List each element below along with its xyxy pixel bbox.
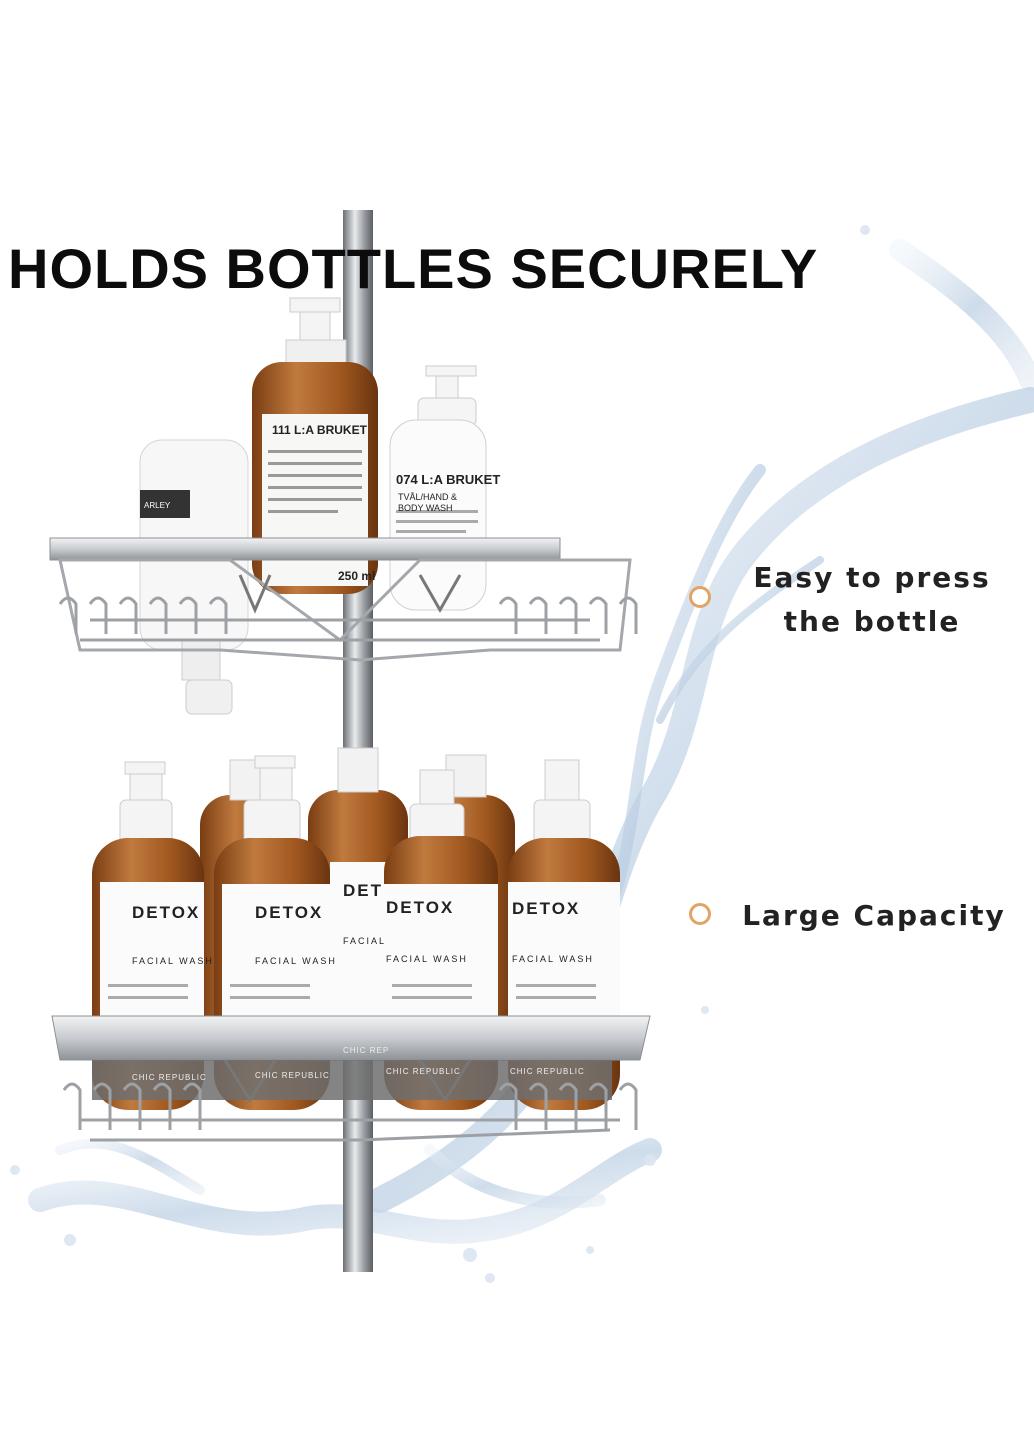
headline: HOLDS BOTTLES SECURELY <box>8 237 819 300</box>
bottom-shelf <box>51 1015 651 1142</box>
detox-2-brand: CHIC REPUBLIC <box>255 1071 330 1080</box>
detox-5-title: DETOX <box>512 899 580 918</box>
detox-5-brand: CHIC REPUBLIC <box>510 1067 585 1076</box>
feature-bullet-icon <box>689 903 711 925</box>
top-bottle-1-brand: 111 L:A BRUKET <box>272 423 368 437</box>
feature-easy-press: Easy to press the bottle <box>740 556 1004 644</box>
detox-4-sub: FACIAL WASH <box>386 954 468 964</box>
detox-2-sub: FACIAL WASH <box>255 956 337 966</box>
top-bottle-1-volume: 250 ml <box>338 569 375 583</box>
top-bottle-3-label: ARLEY <box>144 501 171 510</box>
top-bottle-2-brand: 074 L:A BRUKET <box>396 472 500 487</box>
water-droplets <box>10 225 870 1283</box>
feature-large-capacity-line1: Large Capacity <box>742 899 1006 932</box>
feature-large-capacity: Large Capacity <box>735 894 1013 938</box>
detox-4-title: DETOX <box>386 898 454 917</box>
detox-1-sub: FACIAL WASH <box>132 956 214 966</box>
top-bottle-2-line2: BODY WASH <box>398 503 453 513</box>
detox-5-sub: FACIAL WASH <box>512 954 594 964</box>
feature-easy-press-line1: Easy to press <box>753 561 991 594</box>
feature-bullet-icon <box>689 586 711 608</box>
detox-1-brand: CHIC REPUBLIC <box>132 1073 207 1082</box>
top-shelf <box>49 537 638 662</box>
white-pump-bottle <box>389 365 487 611</box>
white-bottle-left <box>139 439 249 715</box>
detox-1-title: DETOX <box>132 903 200 922</box>
detox-3-brand: CHIC REP <box>343 1046 389 1055</box>
top-bottle-2-line1: TVÅL/HAND & <box>398 492 457 502</box>
detox-3-sub: FACIAL <box>343 936 386 946</box>
detox-2-title: DETOX <box>255 903 323 922</box>
detox-3-title: DET <box>343 881 383 900</box>
feature-easy-press-line2: the bottle <box>783 605 961 638</box>
detox-4-brand: CHIC REPUBLIC <box>386 1067 461 1076</box>
